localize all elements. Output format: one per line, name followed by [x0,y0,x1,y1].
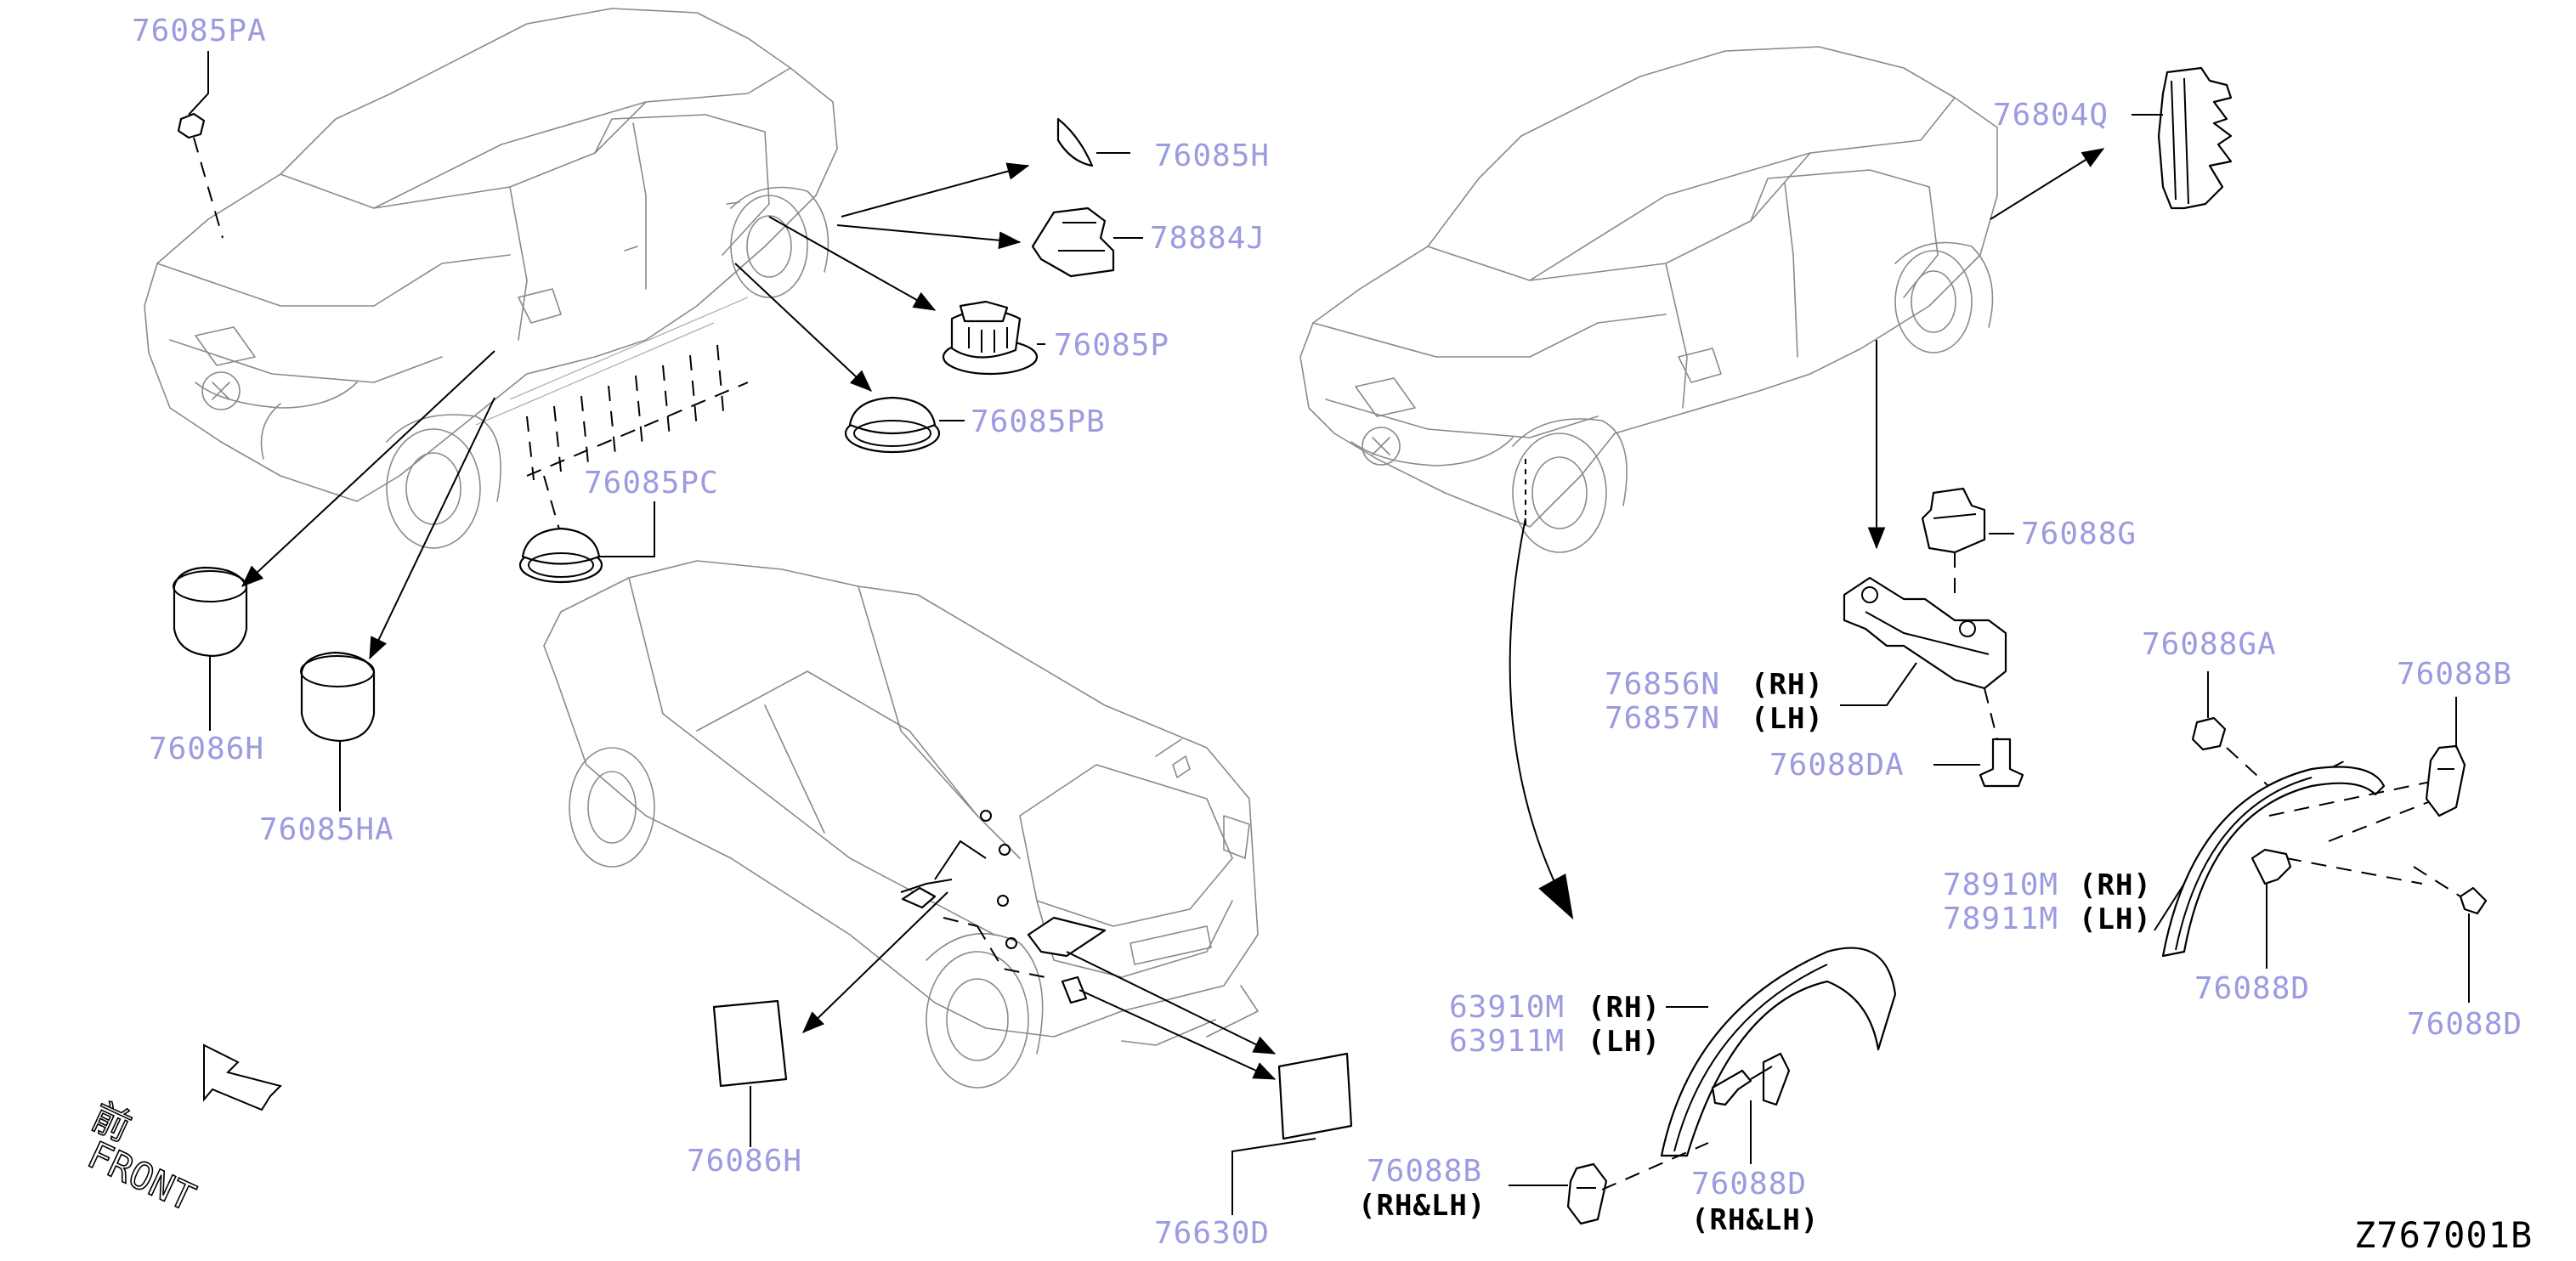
screw-76088D-bottom [1711,1066,1773,1164]
clip-76088G [1921,487,2014,595]
clip-78884J [836,206,1143,278]
part-label-76085PC: 76085PC [584,466,719,500]
part-label-76088D-bottom: 76088D [1691,1167,1807,1202]
part-label-76088DA: 76088DA [1769,748,1905,783]
diagram-code: Z767001B [2354,1214,2533,1256]
part-label-76085PB: 76085PB [971,404,1106,439]
part-label-76086H-bottom: 76086H [687,1144,802,1179]
part-label-76086H-top: 76086H [149,732,264,766]
side-label-76856N-rh: (RH) [1751,668,1824,702]
side-label-76088B-bottom: (RH&LH) [1358,1189,1486,1223]
part-label-76630D: 76630D [1154,1216,1270,1251]
clip-76088GA [2191,671,2347,796]
part-label-76085P: 76085P [1054,328,1169,363]
side-label-78910M-rh: (RH) [2079,868,2152,902]
fender-liner-leader [1509,517,1574,920]
plug-76085PB [734,263,965,454]
part-label-76088GA: 76088GA [2142,627,2277,662]
side-label-78911M-lh: (LH) [2079,902,2152,936]
bracket-76856N-76857N [1840,340,2007,740]
front-label: FRONT [81,1134,201,1220]
bracket-76804Q [1990,66,2233,220]
side-label-76088D-bottom: (RH&LH) [1691,1203,1819,1237]
vehicle-front-left-view [144,8,838,549]
part-label-63911M: 63911M [1449,1024,1565,1059]
clip-76088B-right [2425,697,2466,817]
pad-76086H-rear [712,840,987,1147]
grommet-76085P [768,216,1045,376]
vehicle-front-right-view [1299,46,1998,553]
side-label-76857N-lh: (LH) [1751,702,1824,736]
clip-76085PA [177,51,224,239]
part-label-63910M: 63910M [1449,990,1565,1025]
arch-moulding-78910M-78911M [2154,766,2449,958]
screw-76088DA [1933,738,2024,788]
part-label-78910M: 78910M [1943,868,2058,902]
part-label-76085PA: 76085PA [132,14,267,48]
cap-76086H-front [173,350,495,731]
part-label-76085HA: 76085HA [259,812,394,847]
part-label-76088D-right2: 76088D [2407,1007,2522,1042]
vehicle-rear-view [543,560,1259,1089]
cap-76085H [841,117,1130,218]
cap-76085HA [300,397,495,811]
side-label-63911M-lh: (LH) [1588,1025,1661,1059]
part-label-78911M: 78911M [1943,902,2058,936]
part-label-76088G: 76088G [2021,517,2137,551]
part-label-76857N: 76857N [1605,701,1720,736]
clip-76088B-bottom [1509,1142,1709,1225]
part-label-76804Q: 76804Q [1993,98,2109,133]
front-direction-indicator: 前 FRONT [81,1043,282,1221]
sill-plugs-76085PC [518,344,749,584]
part-label-78884J: 78884J [1150,221,1265,256]
part-label-76088D-right1: 76088D [2194,971,2310,1006]
part-label-76088B-bottom: 76088B [1367,1154,1482,1189]
part-label-76085H: 76085H [1154,139,1270,173]
arch-liner-63910M-63911M [1660,947,1897,1157]
pad-76630D [943,810,1353,1215]
screw-76088D-right [2250,848,2488,1003]
part-label-76856N: 76856N [1605,667,1720,702]
side-label-63910M-rh: (RH) [1588,991,1661,1025]
part-label-76088B-right: 76088B [2397,657,2512,692]
